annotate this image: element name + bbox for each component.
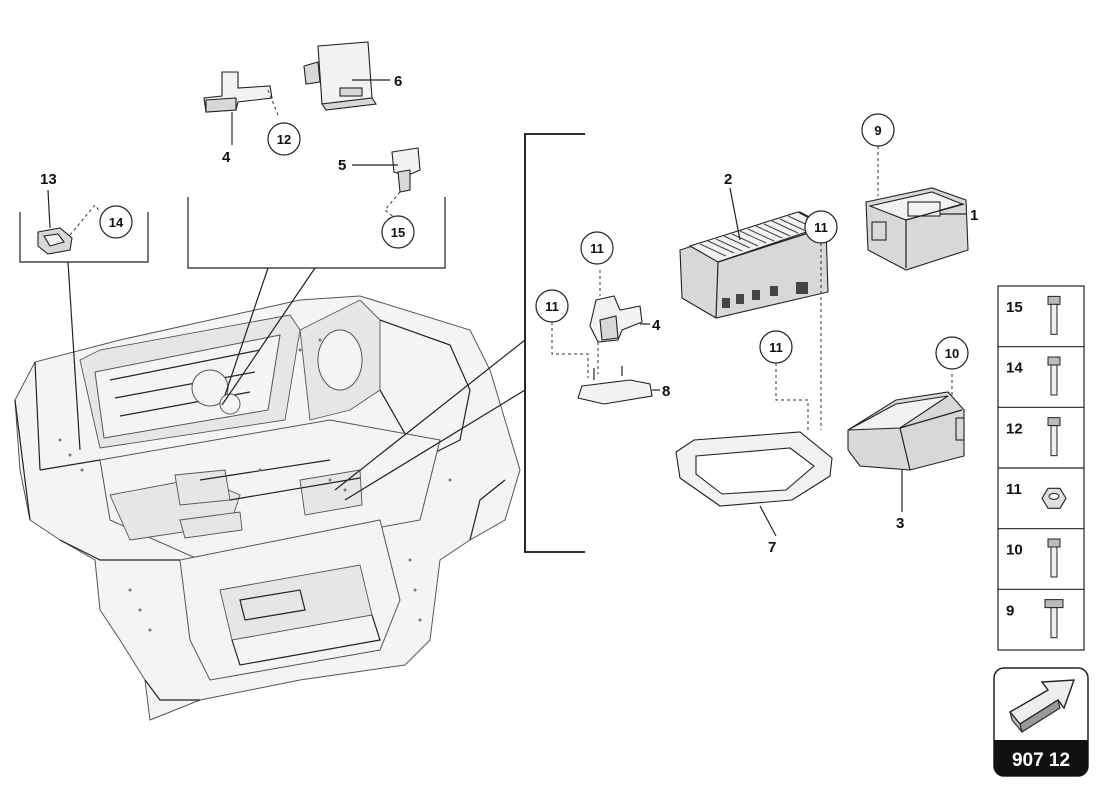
svg-text:11: 11 bbox=[769, 340, 783, 355]
circle-callout-9: 9 bbox=[861, 113, 895, 147]
bolt-icon bbox=[1047, 356, 1061, 396]
fastener-label: 14 bbox=[1006, 360, 1023, 377]
callout-8: 8 bbox=[662, 383, 670, 400]
part-3-module bbox=[847, 374, 965, 512]
fastener-row-12: 12 bbox=[998, 406, 1084, 457]
callout-4-mid: 4 bbox=[652, 317, 661, 334]
circle-callout-11c: 11 bbox=[804, 210, 838, 244]
callout-1: 1 bbox=[970, 207, 978, 224]
diagram-reference-box[interactable]: 907 12 bbox=[993, 667, 1089, 777]
hex-nut-icon bbox=[1041, 487, 1067, 509]
svg-text:12: 12 bbox=[277, 132, 291, 147]
part-1-control-unit bbox=[865, 146, 969, 271]
svg-text:15: 15 bbox=[391, 225, 405, 240]
callout-5: 5 bbox=[338, 157, 346, 174]
part-5-sensor bbox=[352, 147, 421, 219]
fastener-label: 15 bbox=[1006, 299, 1023, 316]
fastener-row-9: 9 bbox=[998, 588, 1084, 639]
svg-text:11: 11 bbox=[590, 241, 604, 256]
leader-frames bbox=[19, 133, 585, 553]
circle-callout-15: 15 bbox=[381, 215, 415, 249]
circle-callout-11b: 11 bbox=[535, 289, 569, 323]
part-7-mounting-frame bbox=[675, 431, 833, 537]
part-8-mounting-plate bbox=[577, 366, 660, 405]
circle-callout-11d: 11 bbox=[759, 330, 793, 364]
fastener-label: 11 bbox=[1006, 481, 1022, 498]
svg-text:11: 11 bbox=[545, 299, 559, 314]
svg-text:14: 14 bbox=[109, 215, 124, 230]
circle-callout-12: 12 bbox=[267, 122, 301, 156]
vehicle-body-structure bbox=[14, 295, 521, 721]
callout-4-top: 4 bbox=[222, 149, 231, 166]
fastener-label: 10 bbox=[1006, 542, 1023, 559]
svg-text:9: 9 bbox=[874, 123, 881, 138]
fastener-row-15: 15 bbox=[1006, 295, 1061, 335]
circle-callout-14: 14 bbox=[99, 205, 133, 239]
svg-text:11: 11 bbox=[814, 220, 828, 235]
circle-callout-11a: 11 bbox=[580, 231, 614, 265]
svg-text:10: 10 bbox=[945, 346, 959, 361]
callout-6: 6 bbox=[394, 73, 402, 90]
fastener-label: 12 bbox=[1006, 420, 1023, 437]
fastener-label: 9 bbox=[1006, 602, 1014, 619]
arrow-up-right-icon bbox=[1008, 679, 1076, 733]
fastener-row-14: 14 bbox=[998, 346, 1084, 396]
part-2-amplifier bbox=[679, 187, 829, 319]
part-6-control-module bbox=[303, 41, 390, 111]
diagram-number: 907 12 bbox=[1012, 750, 1070, 771]
fastener-row-11: 11 bbox=[998, 467, 1084, 509]
fastener-row-10: 10 bbox=[998, 528, 1084, 578]
bolt-icon bbox=[1047, 417, 1061, 457]
part-13-sensor bbox=[37, 189, 101, 255]
callout-7: 7 bbox=[768, 539, 776, 556]
callout-2: 2 bbox=[724, 171, 732, 188]
part-4-bracket-top bbox=[203, 71, 279, 145]
bolt-icon bbox=[1047, 295, 1061, 335]
flange-bolt-icon bbox=[1044, 599, 1064, 639]
circle-callout-10: 10 bbox=[935, 336, 969, 370]
part-4-bracket-mid bbox=[589, 270, 650, 343]
fastener-table: 15 14 12 11 10 9 bbox=[997, 285, 1085, 651]
callout-3: 3 bbox=[896, 515, 904, 532]
callout-13: 13 bbox=[40, 171, 57, 188]
bolt-icon bbox=[1047, 538, 1061, 578]
